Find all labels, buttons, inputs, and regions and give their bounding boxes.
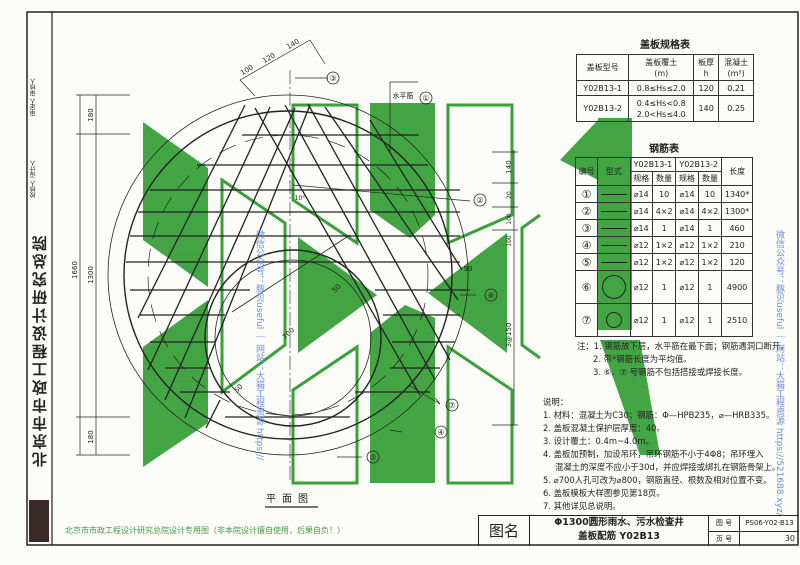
callout-6: ⑥	[487, 291, 494, 300]
svg-text:1660: 1660	[71, 261, 79, 279]
description-notes: 说明： 1. 材料：混凝土为C30；钢筋：Φ—HPB235，⌀—HRB335。 …	[543, 397, 781, 511]
title-block: 图名 Φ1300圆形雨水、污水检查井 盖板配筋 Y02B13 图 号 PS06-…	[478, 515, 799, 546]
svg-text:700: 700	[281, 326, 296, 341]
watermark-text-center: 微信公众号：豚贝useful ｜ 网站：大猫工程资源 https://	[254, 230, 264, 461]
svg-text:180: 180	[87, 430, 95, 443]
svg-text:100: 100	[239, 63, 255, 77]
svg-text:20: 20	[506, 191, 513, 199]
straight-bar-icon	[600, 210, 627, 212]
svg-text:100: 100	[506, 235, 513, 247]
footer-note: 北京市市政工程设计研究总院设计专用图（非本院设计擅自使用，后果自负！）	[65, 526, 345, 535]
rebar-table-title: 钢筋表	[649, 144, 679, 155]
straight-bar-icon	[600, 193, 627, 195]
institute-logo	[29, 500, 49, 542]
svg-text:10°: 10°	[295, 195, 306, 202]
manhole-opening	[204, 249, 382, 427]
svg-text:140: 140	[285, 37, 301, 51]
callout-1: ①	[422, 94, 429, 103]
page-number: 30	[784, 534, 795, 543]
callout-3: ③	[329, 74, 336, 83]
watermark-text-right: 微信公众号：豚贝useful ｜ 网站：大猫工程资源 https://52168…	[774, 230, 784, 516]
signature-roles: 审定人 审核人	[30, 78, 37, 116]
drawing-name: Φ1300圆形雨水、污水检查井	[554, 517, 684, 528]
ring-bar-icon	[605, 312, 622, 328]
svg-text:50: 50	[331, 283, 343, 295]
straight-bar-icon	[600, 244, 627, 246]
horizontal-bar-label: 水平筋	[393, 91, 414, 100]
drawing-number: PS06-Y02-B13	[740, 516, 799, 532]
svg-text:50: 50	[233, 383, 245, 395]
spec-table-title: 盖板规格表	[640, 40, 690, 51]
svg-text:3@150: 3@150	[505, 323, 513, 348]
callout-5: ⑤	[369, 453, 376, 462]
institute-name: 北京市市政工程设计研究总院	[31, 233, 49, 467]
callout-7: ⑦	[448, 401, 455, 410]
svg-text:50: 50	[464, 265, 473, 273]
svg-text:100: 100	[506, 213, 513, 225]
svg-text:180: 180	[87, 108, 95, 121]
ring-bar-icon	[601, 275, 626, 299]
callout-4: ④	[437, 428, 444, 437]
table-notes: 注：1. 钢筋放下层，水平筋在最下面；钢筋遇洞口断开。 2. 带*钢筋长度为平均…	[577, 341, 789, 377]
outer-circle	[107, 94, 469, 456]
rebar-table-section: 钢筋表 编号 型式 Y02B13-1 Y02B13-2 长度 规格数量 规格数量…	[574, 140, 753, 337]
rebar-table: 编号 型式 Y02B13-1 Y02B13-2 长度 规格数量 规格数量 ①⌀1…	[574, 157, 753, 337]
callout-2: ②	[476, 196, 483, 205]
svg-text:140: 140	[505, 160, 513, 173]
drawing-frame	[26, 11, 799, 546]
svg-text:1300: 1300	[87, 266, 95, 284]
straight-bar-icon	[600, 227, 627, 229]
plan-title: 平面图	[266, 493, 314, 505]
straight-bar-icon	[600, 261, 627, 263]
